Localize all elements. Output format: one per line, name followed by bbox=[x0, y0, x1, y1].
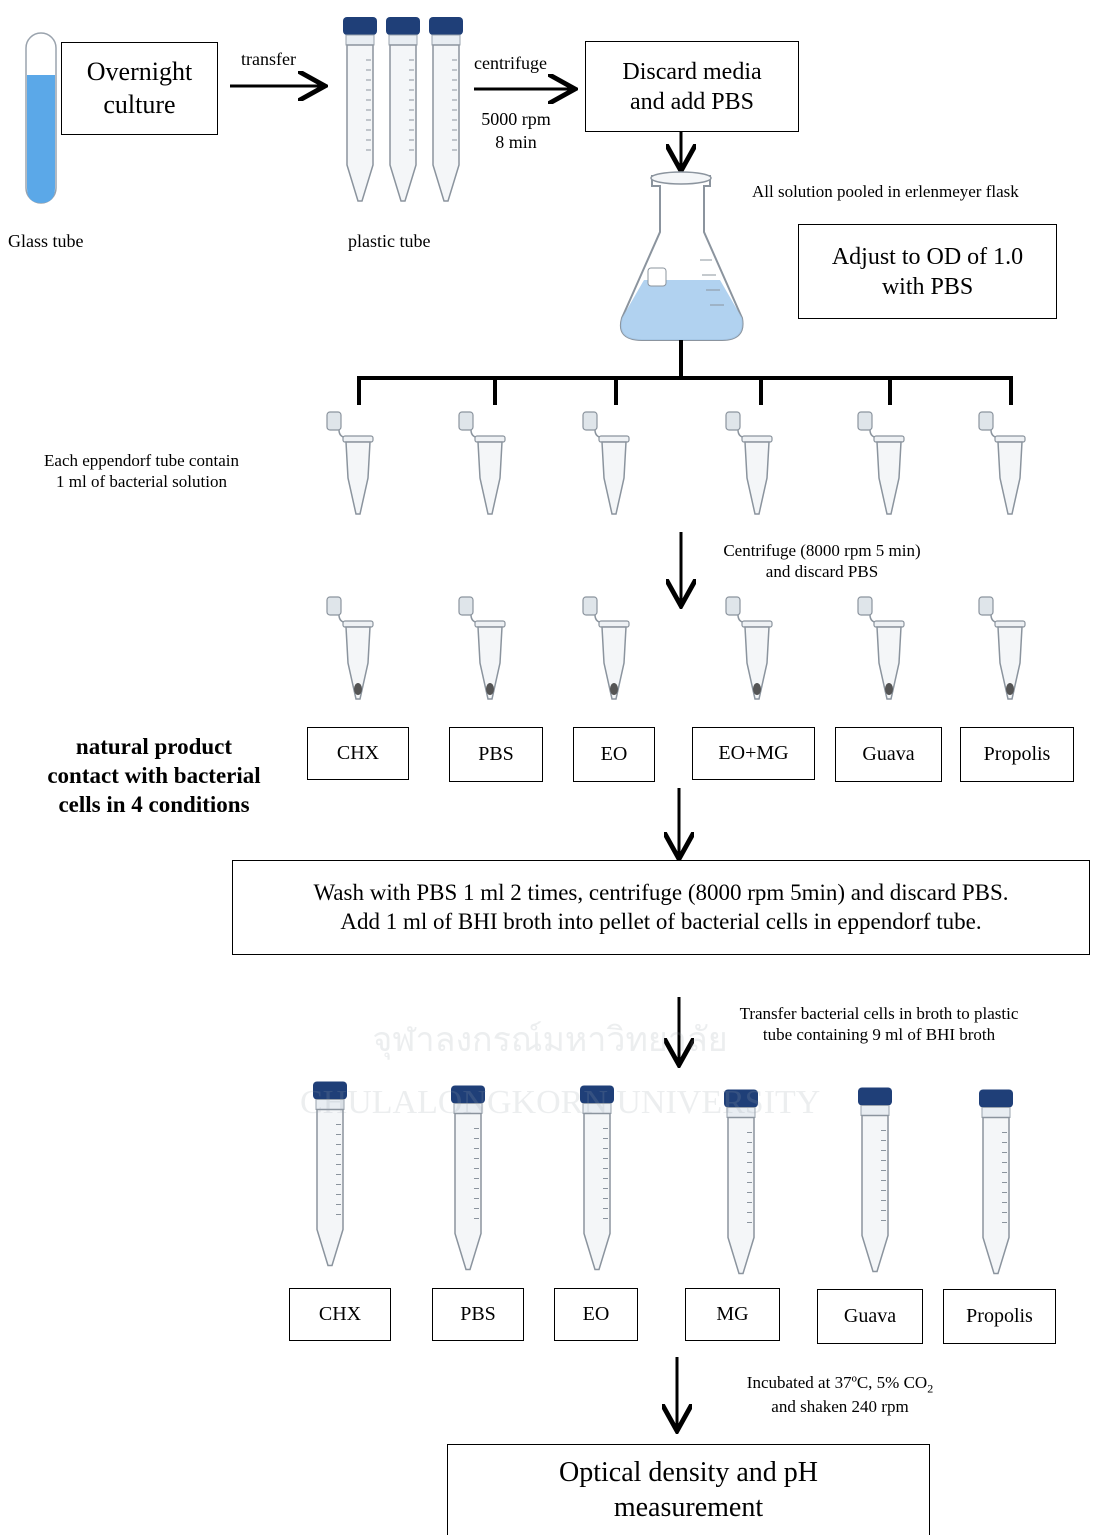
overnight-line-2: culture bbox=[103, 89, 176, 119]
overnight-line-1: Overnight bbox=[86, 57, 193, 86]
discard-media-box: Discard media and add PBS bbox=[585, 41, 799, 132]
overnight-culture-box: Overnight culture bbox=[61, 42, 218, 135]
final-line-2: measurement bbox=[613, 1492, 764, 1523]
natural-product-line-3: cells in 4 conditions bbox=[58, 791, 250, 817]
adjust-line-2: with PBS bbox=[881, 273, 974, 300]
condition-label: Guava bbox=[862, 743, 915, 765]
condition-label: EO bbox=[600, 743, 628, 765]
adjust-line-1: Adjust to OD of 1.0 bbox=[831, 243, 1024, 270]
natural-product-line-1: natural product bbox=[75, 734, 233, 759]
watermark-english: CHULALONGKORN UNIVERSITY bbox=[300, 1084, 821, 1121]
wash-box: Wash with PBS 1 ml 2 times, centrifuge (… bbox=[232, 860, 1090, 955]
condition-box-guava: Guava bbox=[835, 727, 942, 782]
wash-line-2: Add 1 ml of BHI broth into pellet of bac… bbox=[340, 908, 982, 934]
condition-box-eo-mg: EO+MG bbox=[692, 727, 815, 780]
final-line-1: Optical density and pH bbox=[559, 1457, 818, 1488]
discard-line-1: Discard media bbox=[622, 58, 762, 85]
co2-subscript: 2 bbox=[927, 1381, 934, 1396]
condition-box-chx: CHX bbox=[307, 727, 409, 780]
centrifuge2-line-1: Centrifuge (8000 rpm 5 min) bbox=[723, 541, 921, 560]
centrifuge2-line-2: and discard PBS bbox=[765, 562, 879, 582]
centrifuge-time: 8 min bbox=[495, 131, 537, 152]
centrifuge-speed: 5000 rpm bbox=[481, 109, 551, 129]
condition-box-mg-2: MG bbox=[685, 1288, 780, 1341]
centrifuge2-note: Centrifuge (8000 rpm 5 min) and discard … bbox=[697, 540, 947, 583]
glass-tube-label: Glass tube bbox=[8, 231, 84, 251]
final-measurement-box: Optical density and pH measurement bbox=[447, 1444, 930, 1535]
incubate-line-2: and shaken 240 rpm bbox=[771, 1397, 909, 1417]
condition-label: Propolis bbox=[966, 1305, 1033, 1327]
natural-product-line-2: contact with bacterial bbox=[47, 762, 261, 788]
transfer-note-line-1: Transfer bacterial cells in broth to pla… bbox=[739, 1004, 1019, 1023]
distribution-bracket bbox=[357, 340, 1013, 405]
centrifuge-label: centrifuge bbox=[474, 53, 547, 73]
incubate-line-1: Incubated at 37ºC, 5% CO2 bbox=[746, 1373, 934, 1396]
eppendorf-row-1 bbox=[326, 411, 1026, 515]
condition-box-chx-2: CHX bbox=[289, 1288, 391, 1341]
condition-box-pbs-2: PBS bbox=[432, 1288, 524, 1341]
condition-box-eo: EO bbox=[573, 727, 655, 782]
glass-tube-icon bbox=[25, 32, 57, 204]
erlenmeyer-flask-icon bbox=[620, 171, 744, 341]
condition-label: PBS bbox=[460, 1303, 496, 1325]
condition-box-pbs: PBS bbox=[449, 727, 543, 782]
condition-label: EO+MG bbox=[718, 742, 789, 764]
eppendorf-note-line-2: 1 ml of bacterial solution bbox=[56, 472, 227, 492]
condition-label: Guava bbox=[843, 1305, 897, 1327]
incubate-note: Incubated at 37ºC, 5% CO2 and shaken 240… bbox=[700, 1372, 980, 1418]
natural-product-note: natural product contact with bacterial c… bbox=[18, 733, 290, 819]
transfer-label: transfer bbox=[241, 49, 296, 69]
condition-label: CHX bbox=[318, 1303, 362, 1325]
discard-line-2: and add PBS bbox=[629, 88, 754, 115]
watermark-thai: จุฬาลงกรณ์มหาวิทยาลัย bbox=[372, 1022, 728, 1059]
condition-label: CHX bbox=[336, 742, 380, 764]
condition-label: Propolis bbox=[983, 743, 1051, 765]
condition-label: EO bbox=[582, 1303, 610, 1325]
condition-box-guava-2: Guava bbox=[817, 1289, 923, 1344]
flask-note: All solution pooled in erlenmeyer flask bbox=[752, 182, 1019, 201]
condition-box-propolis-2: Propolis bbox=[943, 1289, 1056, 1344]
eppendorf-row-2 bbox=[326, 596, 1026, 700]
transfer-note: Transfer bacterial cells in broth to pla… bbox=[700, 1003, 1058, 1046]
plastic-tubes-icon bbox=[342, 16, 464, 202]
plastic-tube-label: plastic tube bbox=[348, 231, 431, 251]
wash-line-1: Wash with PBS 1 ml 2 times, centrifuge (… bbox=[313, 879, 1009, 905]
transfer-note-line-2: tube containing 9 ml of BHI broth bbox=[762, 1025, 996, 1045]
eppendorf-note-line-1: Each eppendorf tube contain bbox=[44, 451, 239, 470]
adjust-od-box: Adjust to OD of 1.0 with PBS bbox=[798, 224, 1057, 319]
condition-box-eo-2: EO bbox=[554, 1288, 638, 1341]
condition-label: PBS bbox=[478, 743, 514, 765]
eppendorf-note: Each eppendorf tube contain 1 ml of bact… bbox=[14, 450, 269, 493]
centrifuge-params: 5000 rpm 8 min bbox=[480, 108, 552, 153]
condition-box-propolis: Propolis bbox=[960, 727, 1074, 782]
condition-label: MG bbox=[716, 1303, 749, 1325]
